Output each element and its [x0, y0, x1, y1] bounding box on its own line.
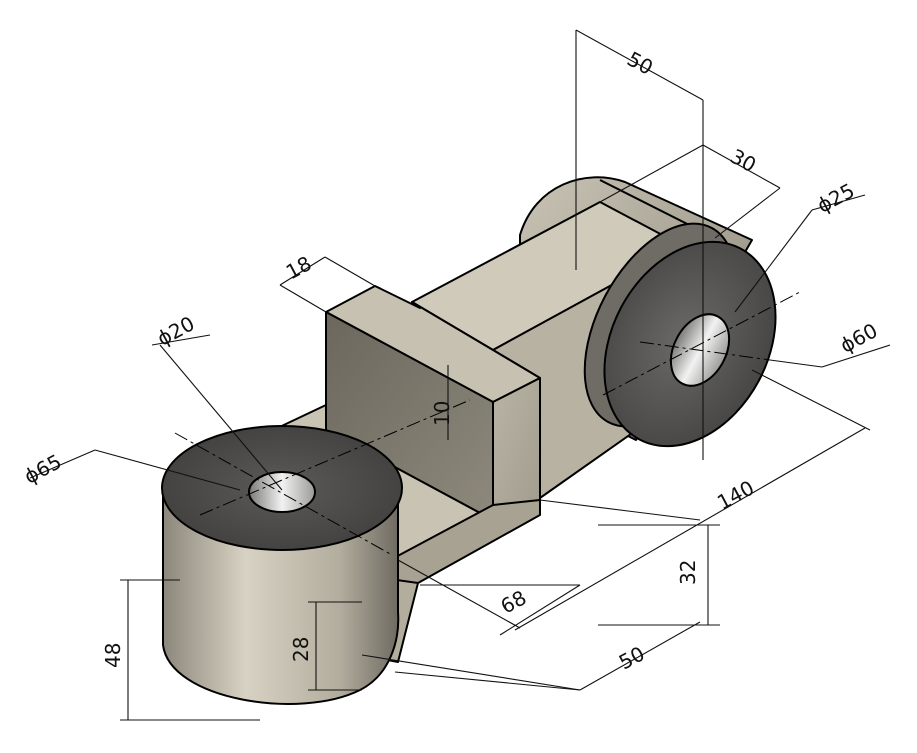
centerline-left-b [199, 399, 471, 516]
dim-50-top: 50 [623, 47, 657, 80]
dim-phi20: ϕ20 [153, 311, 198, 350]
dim-48: 48 [101, 643, 125, 668]
dim-18: 18 [282, 251, 316, 284]
centerline-right-b [639, 341, 771, 361]
center-lines [174, 291, 801, 556]
part-body [161, 176, 777, 705]
dim-30: 30 [726, 144, 760, 177]
centerline-left-a [174, 432, 393, 556]
centerline-right-a [602, 291, 801, 396]
dim-phi25: ϕ25 [813, 178, 858, 217]
dim-50-bottom: 50 [615, 641, 649, 674]
dim-140: 140 [713, 476, 758, 515]
dim-10: 10 [430, 401, 454, 426]
upright-block-side [492, 377, 541, 521]
dimension-lines [29, 29, 891, 721]
dim-phi65: ϕ65 [20, 449, 65, 488]
dim-68: 68 [497, 585, 531, 618]
left-boss-bore [248, 471, 316, 513]
dim-28: 28 [289, 637, 313, 662]
dim-32: 32 [676, 560, 700, 585]
dim-phi60: ϕ60 [836, 318, 881, 357]
